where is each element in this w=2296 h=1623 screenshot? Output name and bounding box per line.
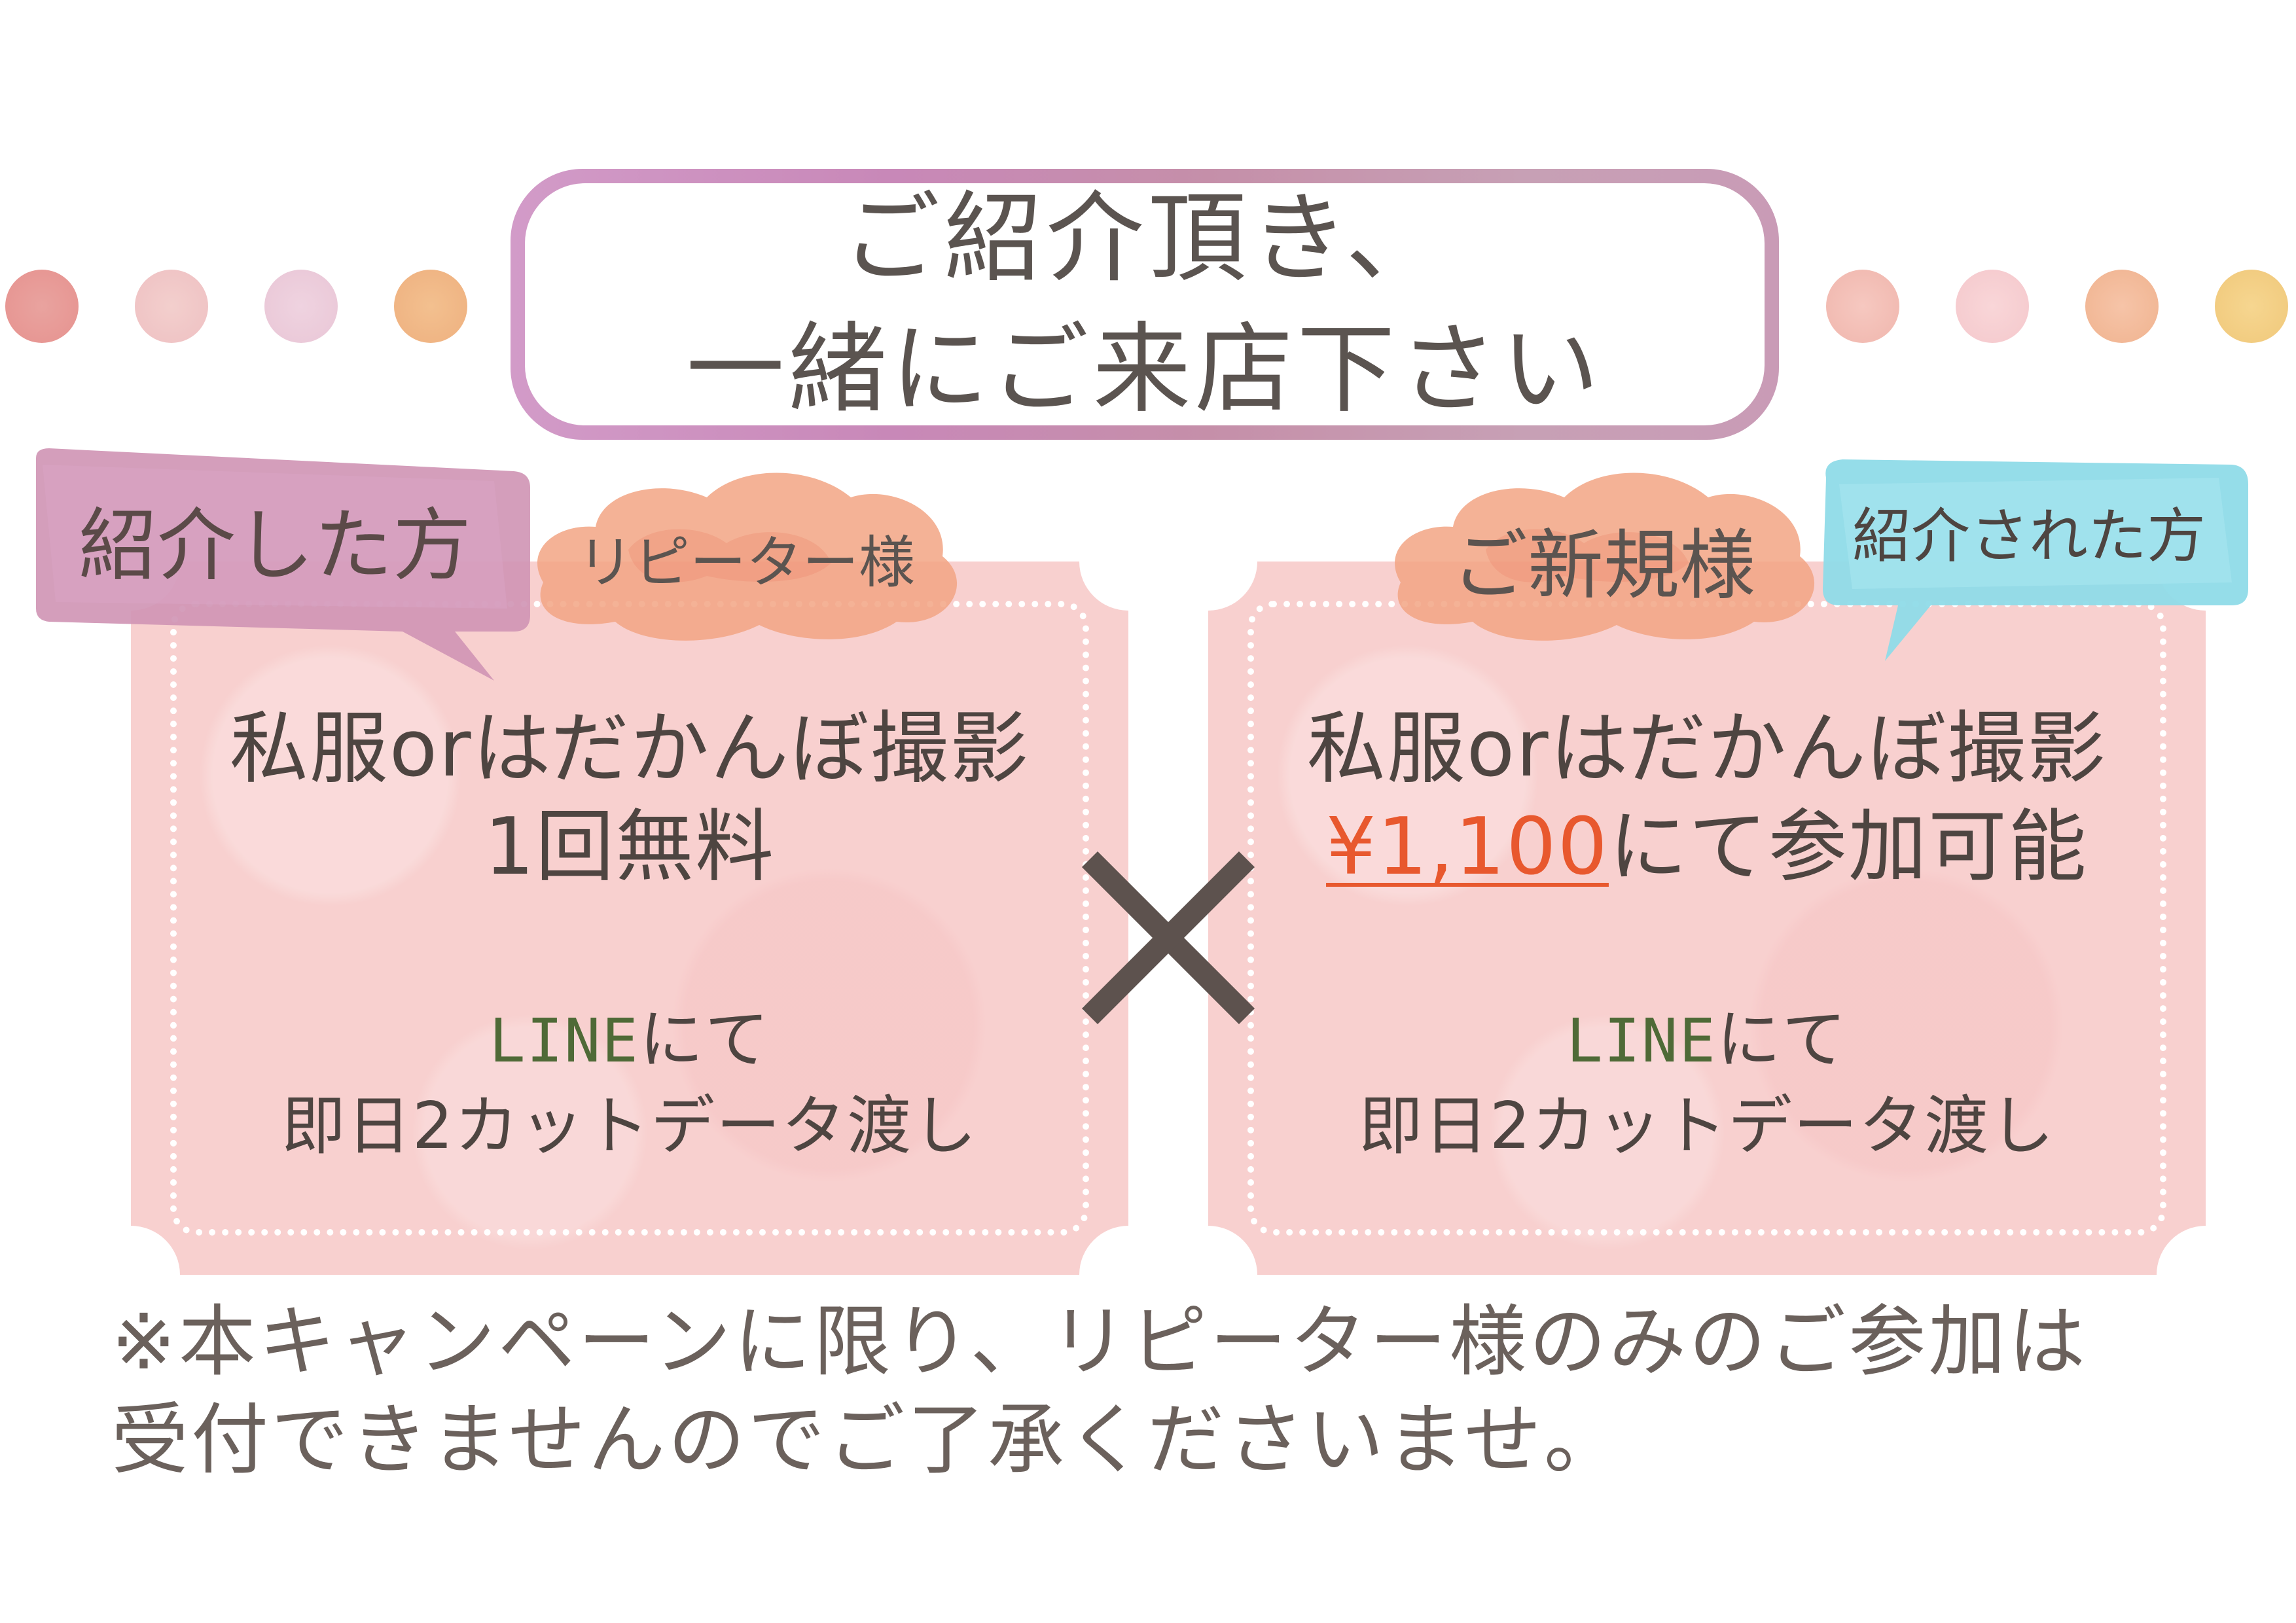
right-card: 私服orはだかんぼ撮影 ¥1,100にて参加可能 LINEにて 即日2カットデー…: [1159, 512, 2255, 1324]
footnote-line-2: 受付できませんのでご了承くださいませ。: [111, 1395, 1624, 1485]
left-card-line-1: 私服orはだかんぼ撮影: [229, 704, 1030, 794]
decor-dot: [1956, 270, 2029, 343]
left-tag-sub: リピーター様: [577, 530, 915, 596]
left-card-line-2: 1回無料: [484, 802, 776, 893]
left-tag-bubble: [36, 448, 530, 681]
left-card-line-3: LINEにて: [131, 999, 1128, 1082]
decor-dot: [2215, 270, 2288, 343]
decor-dot: [135, 270, 208, 343]
decor-dot: [394, 270, 467, 343]
right-tag-sub: ご新規様: [1452, 522, 1755, 610]
right-card-line-4: 即日2カットデータ渡し: [1358, 1089, 2056, 1164]
right-tag-bubble: [1823, 459, 2248, 661]
right-orange-blob: [1395, 473, 1815, 641]
price-text: ¥1,100: [1326, 802, 1609, 893]
footnote-line-1: ※本キャンペーンに限り、リピーター様のみのご参加は: [111, 1296, 2089, 1387]
right-card-line-3: LINEにて: [1208, 999, 2206, 1082]
cross-icon: [1081, 851, 1255, 1025]
right-card-line-word: LINE: [1566, 1006, 1717, 1076]
left-card-line-3-rest: にて: [639, 1003, 770, 1077]
right-card-line-2: ¥1,100にて参加可能: [1208, 798, 2206, 897]
decor-dot: [264, 270, 338, 343]
left-card-line-word: LINE: [489, 1006, 639, 1076]
right-card-line-1: 私服orはだかんぼ撮影: [1306, 704, 2108, 794]
title-line-2: 一緒にご来店下さい: [686, 313, 1604, 427]
left-orange-blob: [537, 473, 958, 641]
decor-dot: [5, 270, 79, 343]
title-frame: ご紹介頂き、 一緒にご来店下さい: [511, 169, 1779, 440]
footnote: ※本キャンペーンに限り、リピーター様のみのご参加は 受付できませんのでご了承くだ…: [111, 1293, 2238, 1489]
left-card: 私服orはだかんぼ撮影 1回無料 LINEにて 即日2カットデータ渡し: [82, 512, 1177, 1324]
title-box: ご紹介頂き、 一緒にご来店下さい: [525, 182, 1765, 427]
decor-dot: [1826, 270, 1899, 343]
right-tag-main: 紹介された方: [1852, 502, 2206, 571]
right-card-line-2-rest: にて参加可能: [1608, 802, 2088, 893]
title-line-1: ご紹介頂き、: [842, 182, 1448, 296]
decor-dot: [2085, 270, 2159, 343]
left-card-line-4: 即日2カットデータ渡し: [281, 1089, 978, 1164]
right-card-line-3-rest: にて: [1716, 1003, 1848, 1077]
left-tag-main: 紹介した方: [79, 501, 471, 592]
